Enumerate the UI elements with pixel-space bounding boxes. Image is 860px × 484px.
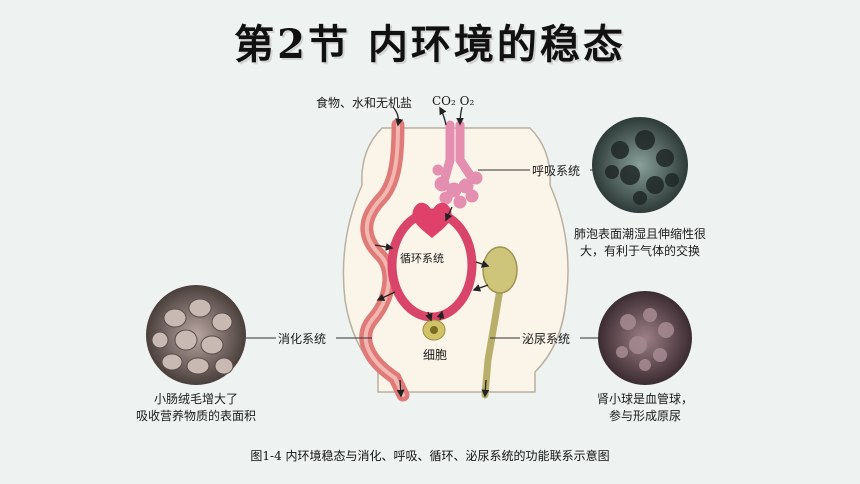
note-alveoli-line2: 大，有利于气体的交换 xyxy=(579,244,700,258)
note-intestine-line2: 吸收营养物质的表面积 xyxy=(135,409,256,423)
arrow-out-left xyxy=(396,379,405,398)
note-intestine-line1: 小肠绒毛增大了 xyxy=(153,392,238,406)
arrow-resp-circ xyxy=(445,206,453,222)
arrow-dig-circ xyxy=(374,243,394,251)
label-input: 食物、水和无机盐 xyxy=(316,96,413,110)
label-respiratory: 呼吸系统 xyxy=(532,164,581,178)
arrow-kidney-circ xyxy=(472,284,489,292)
figure-caption: 图1-4 内环境稳态与消化、呼吸、循环、泌尿系统的功能联系示意图 xyxy=(250,449,610,463)
body-outline xyxy=(342,127,569,393)
arrow-cell-circ xyxy=(436,310,445,321)
page-title: 第2节 内环境的稳态 xyxy=(234,21,626,68)
note-kidney: 肾小球是血管球， 参与形成原尿 xyxy=(580,390,710,424)
arrow-circ-cell xyxy=(425,311,433,322)
intestine-photo xyxy=(146,285,246,385)
note-alveoli-line1: 肺泡表面潮湿且伸缩性很 xyxy=(573,227,706,241)
label-gases: CO₂ O₂ xyxy=(432,94,475,108)
arrow-co2-out xyxy=(439,106,447,126)
arrow-circ-dig xyxy=(376,291,396,301)
kidney xyxy=(482,246,518,294)
label-cell: 细胞 xyxy=(423,348,448,362)
arrow-o2-in xyxy=(456,106,464,126)
note-kidney-line1: 肾小球是血管球， xyxy=(596,392,693,406)
label-circulatory: 循环系统 xyxy=(400,252,444,265)
arrow-food-in xyxy=(392,106,404,127)
arrow-out-right xyxy=(481,379,490,398)
alveoli-photo xyxy=(592,117,688,213)
note-kidney-line2: 参与形成原尿 xyxy=(608,409,681,423)
arrow-circ-kidney xyxy=(475,260,490,268)
label-digestive: 消化系统 xyxy=(278,332,327,346)
heart xyxy=(412,202,452,238)
respiratory-tree xyxy=(432,120,483,209)
note-alveoli: 肺泡表面潮湿且伸缩性很 大，有利于气体的交换 xyxy=(560,225,720,259)
label-urinary: 泌尿系统 xyxy=(522,332,571,346)
note-intestine: 小肠绒毛增大了 吸收营养物质的表面积 xyxy=(126,390,266,424)
glomerulus-photo xyxy=(598,291,692,385)
